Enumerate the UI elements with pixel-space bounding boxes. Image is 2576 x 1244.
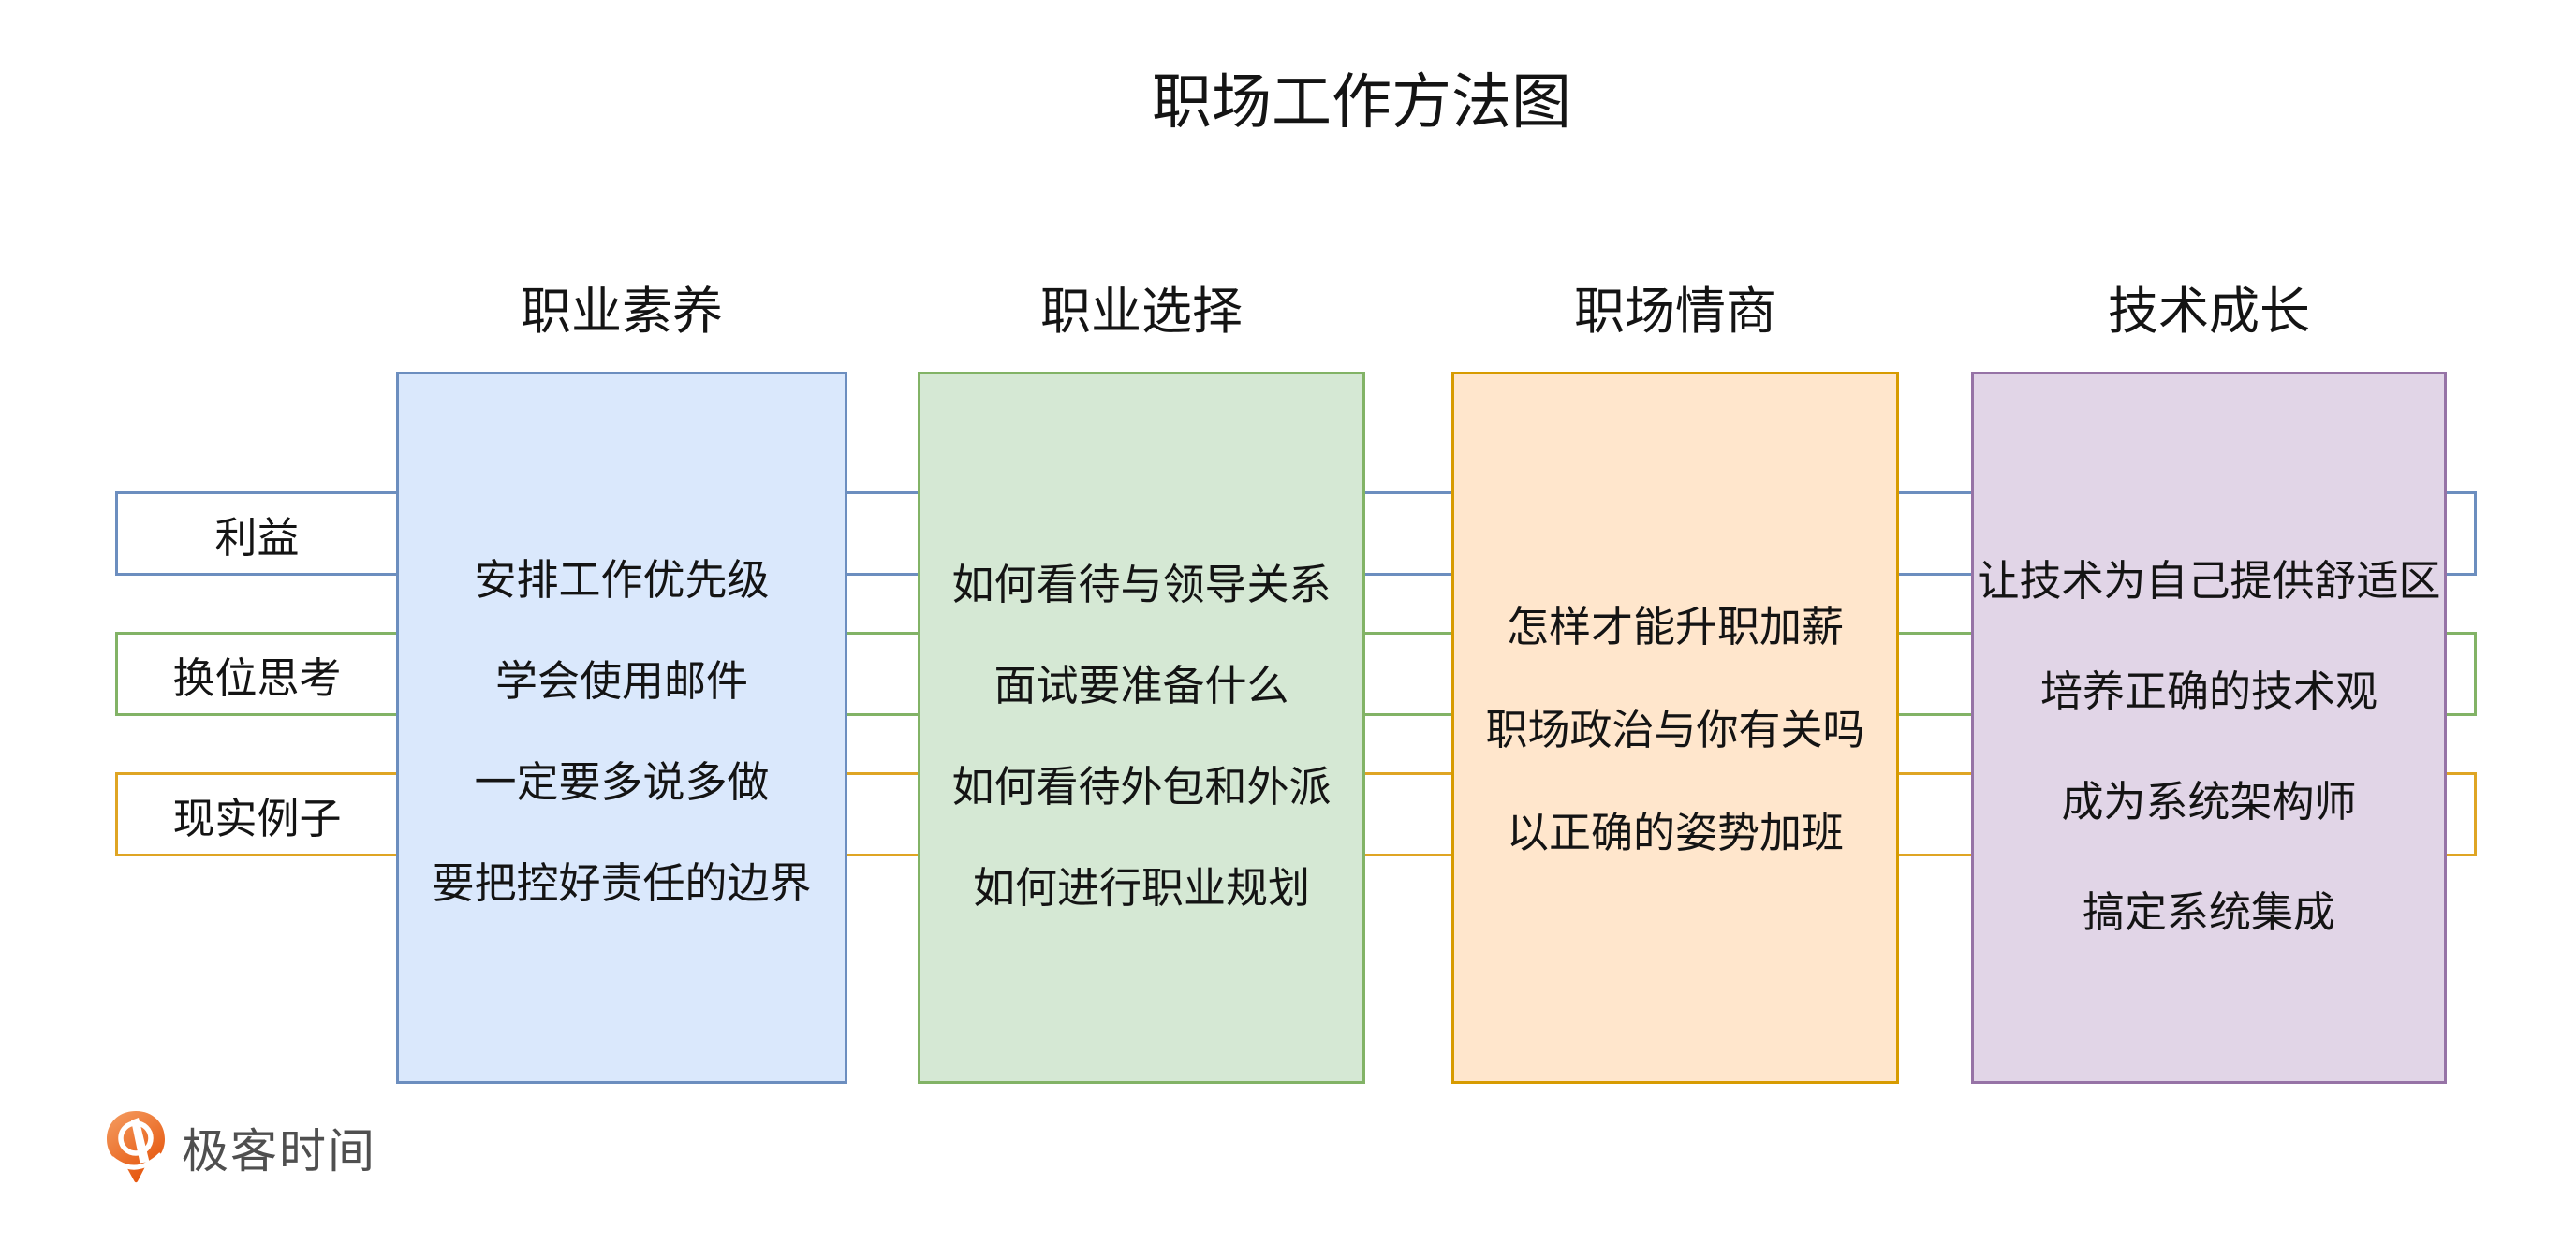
column-header-professional-quality: 职业素养 [521, 283, 723, 340]
column-items: 安排工作优先级 学会使用邮件 一定要多说多做 要把控好责任的边界 [399, 374, 845, 929]
column-item: 安排工作优先级 [474, 555, 770, 604]
column-item: 以正确的姿势加班 [1506, 808, 1844, 856]
column-item: 要把控好责任的边界 [432, 858, 812, 907]
row-label: 利益 [214, 513, 300, 562]
column-item: 搞定系统集成 [2082, 887, 2335, 936]
column-career-choice: 如何看待与领导关系 面试要准备什么 如何看待外包和外派 如何进行职业规划 [918, 372, 1365, 1084]
diagram-title: 职场工作方法图 [1152, 68, 1571, 136]
column-workplace-eq: 怎样才能升职加薪 职场政治与你有关吗 以正确的姿势加班 [1451, 372, 1899, 1084]
column-item: 让技术为自己提供舒适区 [1977, 556, 2441, 605]
column-tech-growth: 让技术为自己提供舒适区 培养正确的技术观 成为系统架构师 搞定系统集成 [1971, 372, 2447, 1084]
column-items: 怎样才能升职加薪 职场政治与你有关吗 以正确的姿势加班 [1454, 374, 1896, 880]
column-header-tech-growth: 技术成长 [2108, 283, 2310, 340]
column-items: 如何看待与领导关系 面试要准备什么 如何看待外包和外派 如何进行职业规划 [920, 374, 1362, 934]
geektime-logo: 极客时间 [105, 1110, 376, 1185]
column-item: 如何进行职业规划 [972, 863, 1310, 912]
column-item: 如何看待外包和外派 [951, 762, 1332, 811]
column-items: 让技术为自己提供舒适区 培养正确的技术观 成为系统架构师 搞定系统集成 [1974, 374, 2444, 963]
geektime-pin-icon [105, 1110, 167, 1185]
column-header-career-choice: 职业选择 [1040, 283, 1243, 340]
column-item: 如何看待与领导关系 [951, 560, 1332, 608]
logo-text: 极客时间 [182, 1125, 376, 1178]
column-item: 怎样才能升职加薪 [1506, 602, 1844, 651]
column-item: 职场政治与你有关吗 [1485, 705, 1865, 754]
column-item: 面试要准备什么 [994, 661, 1289, 710]
row-label: 现实例子 [172, 794, 342, 842]
column-professional-quality: 安排工作优先级 学会使用邮件 一定要多说多做 要把控好责任的边界 [396, 372, 847, 1084]
column-item: 培养正确的技术观 [2039, 666, 2377, 715]
column-item: 成为系统架构师 [2061, 777, 2357, 826]
column-item: 一定要多说多做 [474, 757, 770, 806]
row-label: 换位思考 [172, 653, 342, 702]
column-header-workplace-eq: 职场情商 [1574, 283, 1776, 340]
column-item: 学会使用邮件 [494, 656, 748, 705]
